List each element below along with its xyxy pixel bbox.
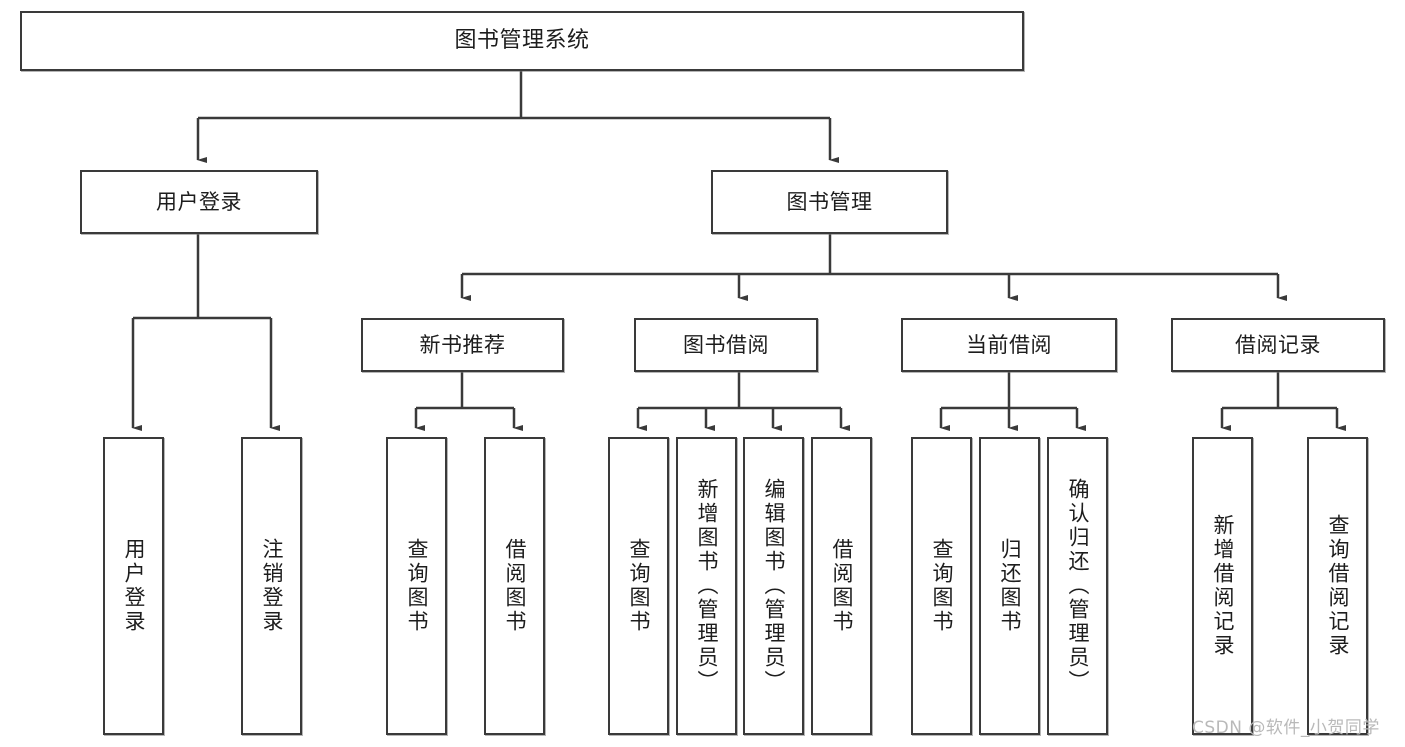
watermark: CSDN @软件_小贺同学 <box>1192 718 1380 738</box>
node-leaf-borrow-book-1-label: 借阅图书 <box>503 538 527 634</box>
node-user-login-label: 用户登录 <box>156 189 242 214</box>
node-borrow-record[interactable]: 借阅记录 <box>1171 318 1385 372</box>
node-leaf-logout-login[interactable]: 注销登录 <box>241 437 302 735</box>
node-leaf-user-login[interactable]: 用户登录 <box>103 437 164 735</box>
node-new-book-recommend[interactable]: 新书推荐 <box>361 318 564 372</box>
node-leaf-add-book-label: 新增图书（管理员） <box>695 478 719 694</box>
node-leaf-borrow-book-2-label: 借阅图书 <box>830 538 854 634</box>
node-book-management-label: 图书管理 <box>786 189 873 214</box>
node-leaf-query-book-2[interactable]: 查询图书 <box>608 437 669 735</box>
node-leaf-user-login-label: 用户登录 <box>122 538 146 634</box>
node-leaf-query-record[interactable]: 查询借阅记录 <box>1307 437 1368 735</box>
node-borrow-record-label: 借阅记录 <box>1235 332 1321 357</box>
node-leaf-query-record-label: 查询借阅记录 <box>1326 514 1350 658</box>
node-leaf-query-book-3[interactable]: 查询图书 <box>911 437 972 735</box>
node-leaf-edit-book[interactable]: 编辑图书（管理员） <box>743 437 804 735</box>
node-current-borrow[interactable]: 当前借阅 <box>901 318 1117 372</box>
node-leaf-query-book-1[interactable]: 查询图书 <box>386 437 447 735</box>
node-leaf-confirm-return-label: 确认归还（管理员） <box>1066 478 1090 694</box>
node-leaf-query-book-2-label: 查询图书 <box>627 538 651 634</box>
node-leaf-return-book-label: 归还图书 <box>998 538 1022 634</box>
node-book-borrow-label: 图书借阅 <box>683 332 769 357</box>
node-leaf-add-book[interactable]: 新增图书（管理员） <box>676 437 737 735</box>
node-leaf-query-book-3-label: 查询图书 <box>930 538 954 634</box>
node-current-borrow-label: 当前借阅 <box>966 332 1052 357</box>
node-leaf-query-book-1-label: 查询图书 <box>405 538 429 634</box>
node-leaf-logout-login-label: 注销登录 <box>260 538 284 634</box>
node-leaf-confirm-return[interactable]: 确认归还（管理员） <box>1047 437 1108 735</box>
node-book-borrow[interactable]: 图书借阅 <box>634 318 818 372</box>
node-root-label: 图书管理系统 <box>454 28 590 54</box>
node-root[interactable]: 图书管理系统 <box>20 11 1024 71</box>
node-leaf-add-record-label: 新增借阅记录 <box>1211 514 1235 658</box>
node-leaf-borrow-book-2[interactable]: 借阅图书 <box>811 437 872 735</box>
node-user-login[interactable]: 用户登录 <box>80 170 318 234</box>
node-leaf-edit-book-label: 编辑图书（管理员） <box>762 478 786 694</box>
node-leaf-borrow-book-1[interactable]: 借阅图书 <box>484 437 545 735</box>
node-leaf-add-record[interactable]: 新增借阅记录 <box>1192 437 1253 735</box>
node-book-management[interactable]: 图书管理 <box>711 170 948 234</box>
node-new-book-recommend-label: 新书推荐 <box>419 332 506 357</box>
node-leaf-return-book[interactable]: 归还图书 <box>979 437 1040 735</box>
